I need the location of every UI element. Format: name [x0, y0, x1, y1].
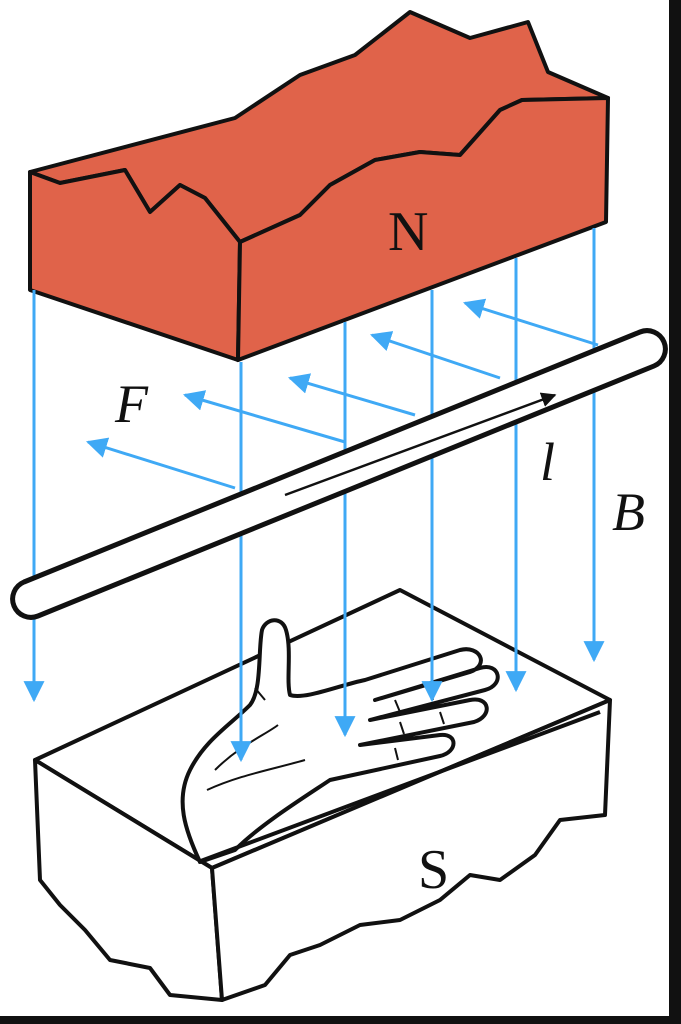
south-magnet [33, 588, 612, 1002]
force-arrow [85, 437, 236, 490]
field-label: B [612, 482, 645, 542]
force-arrow [182, 390, 346, 444]
current-label: l [540, 432, 555, 492]
force-arrow [462, 298, 599, 347]
open-left-hand-icon [180, 618, 601, 864]
force-arrow [287, 373, 416, 417]
north-magnet [28, 10, 610, 362]
force-arrows [85, 298, 599, 490]
force-arrow [370, 331, 501, 380]
south-pole-label: S [418, 839, 449, 901]
frame-edge-bottom [0, 1016, 681, 1024]
north-pole-label: N [388, 201, 428, 263]
frame-edge-right [669, 0, 681, 1024]
conductor-rod [10, 328, 668, 620]
current-arrow [284, 392, 557, 497]
magnetic-field-lines [23, 228, 605, 763]
force-label: F [114, 374, 149, 434]
